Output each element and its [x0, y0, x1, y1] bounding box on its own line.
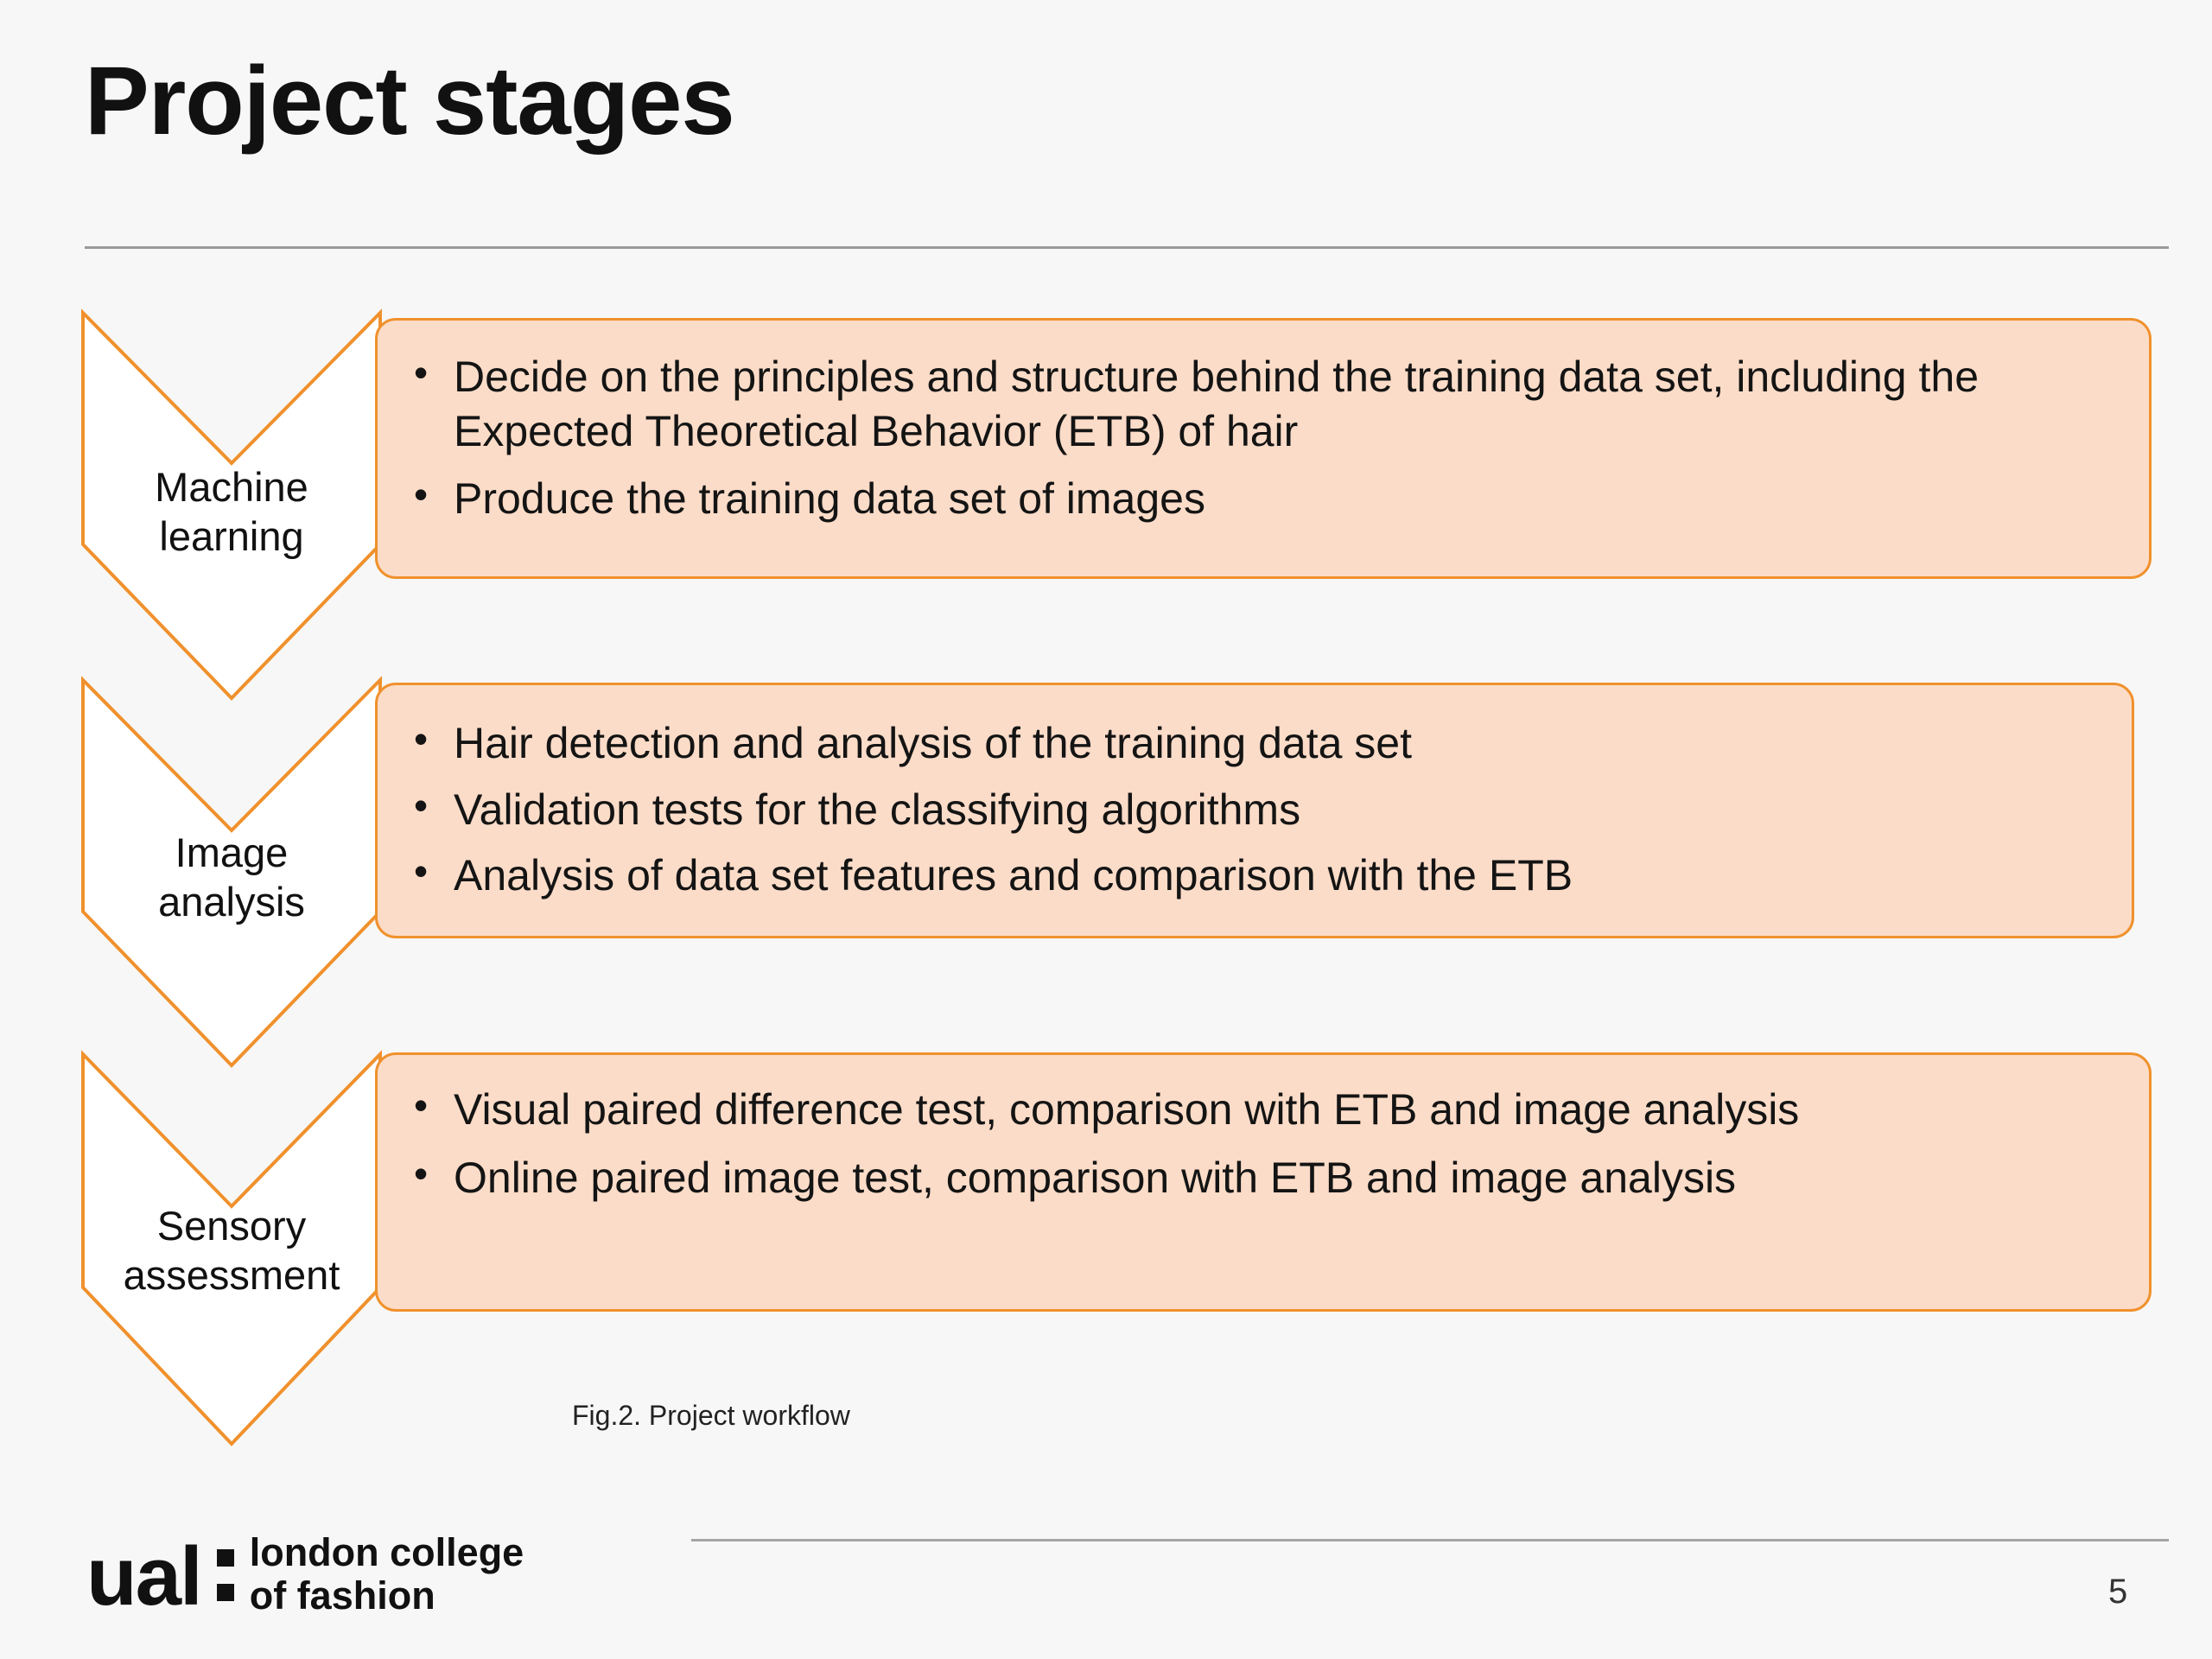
- bullet-item: Decide on the principles and structure b…: [378, 348, 2114, 458]
- stage-label-3-line1: Sensory: [156, 1203, 307, 1249]
- stage-content-box-1: Decide on the principles and structure b…: [375, 318, 2152, 579]
- stage-bullet-list-3: Visual paired difference test, compariso…: [378, 1055, 2149, 1205]
- bullet-item: Visual paired difference test, compariso…: [378, 1081, 2114, 1137]
- bullet-item: Hair detection and analysis of the train…: [378, 715, 2097, 771]
- bullet-item: Produce the training data set of images: [378, 470, 2114, 526]
- logo-subtitle-line2: of fashion: [249, 1573, 435, 1618]
- title-divider: [85, 246, 2169, 249]
- bullet-item: Validation tests for the classifying alg…: [378, 781, 2097, 837]
- bullet-item: Online paired image test, comparison wit…: [378, 1149, 2114, 1205]
- stage-label-1-line1: Machine: [155, 464, 308, 510]
- bullet-item: Analysis of data set features and compar…: [378, 847, 2097, 903]
- stage-label-3-line2: assessment: [123, 1252, 340, 1299]
- page-number: 5: [2108, 1573, 2128, 1611]
- footer-divider: [691, 1539, 2169, 1541]
- logo-subtitle-line1: london college: [249, 1530, 524, 1574]
- stage-label-1-line2: learning: [159, 513, 304, 560]
- stage-label-2-line1: Image: [175, 830, 289, 875]
- stage-label-1: Machine learning: [81, 462, 382, 562]
- logo-colon-square-top: [216, 1549, 234, 1567]
- logo-wordmark: ual: [86, 1530, 203, 1624]
- stage-bullet-list-1: Decide on the principles and structure b…: [378, 321, 2149, 526]
- ual-logo: ual london college of fashion: [86, 1530, 524, 1624]
- stage-content-box-2: Hair detection and analysis of the train…: [375, 683, 2134, 938]
- stage-content-box-3: Visual paired difference test, compariso…: [375, 1052, 2152, 1312]
- stage-label-2-line2: analysis: [158, 879, 305, 925]
- stage-label-3: Sensory assessment: [81, 1201, 382, 1300]
- logo-subtitle: london college of fashion: [249, 1530, 524, 1624]
- figure-caption: Fig.2. Project workflow: [572, 1400, 850, 1431]
- logo-colon-square-bottom: [216, 1584, 234, 1602]
- page-title: Project stages: [85, 47, 735, 155]
- stage-bullet-list-2: Hair detection and analysis of the train…: [378, 685, 2132, 903]
- logo-colon-icon: [216, 1549, 234, 1605]
- stage-label-2: Image analysis: [81, 828, 382, 927]
